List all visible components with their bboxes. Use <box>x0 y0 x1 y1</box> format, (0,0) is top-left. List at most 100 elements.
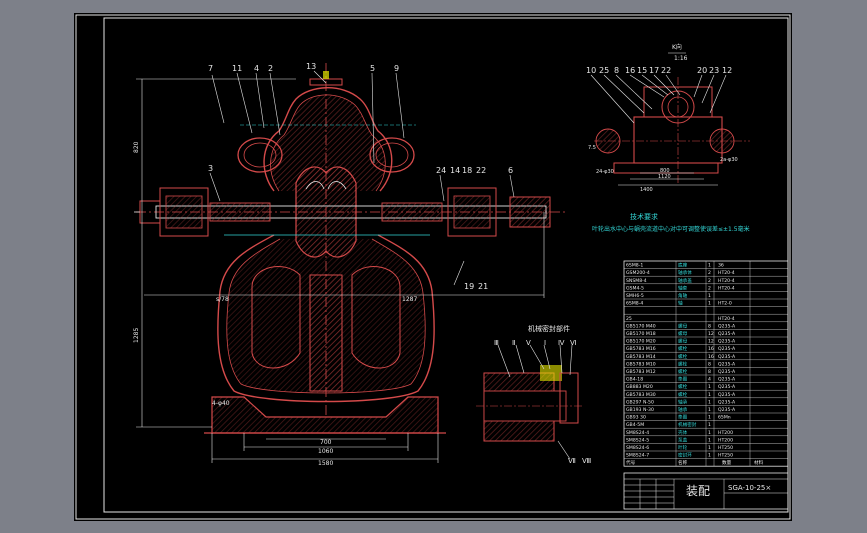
side-part-23: 23 <box>709 66 719 75</box>
bom-cell-qty: 8 <box>708 323 711 329</box>
bom-cell-name: 壳体 <box>678 429 688 436</box>
side-part-12: 12 <box>722 66 732 75</box>
bom-cell-name: 螺栓 <box>678 345 688 352</box>
part-9: 9 <box>394 64 399 73</box>
part-2: 2 <box>268 64 273 73</box>
upper-volute <box>263 87 393 192</box>
dim-1287: 1287 <box>402 296 417 303</box>
bom-cell-code: SM8S24-4 <box>626 430 649 436</box>
bom-cell-material: Q235-A <box>718 323 736 329</box>
detail-label-vii: Ⅶ <box>568 457 576 465</box>
lower-channel-right <box>351 266 401 369</box>
side-dim-800: 800 <box>660 168 670 174</box>
bom-cell-name: 角轴 <box>678 292 688 299</box>
leader-lines <box>209 70 515 286</box>
bom-cell-material: HT250 <box>718 445 733 451</box>
impeller-eye-left <box>305 181 325 190</box>
bom-cell-qty: 4 <box>708 377 711 383</box>
detail-title: 机械密封部件 <box>528 324 570 333</box>
bom-cell-qty: 1 <box>708 415 711 421</box>
left-volute-lobe <box>237 137 283 173</box>
dim-700: 700 <box>320 439 332 446</box>
bom-cell-material: Q235-A <box>718 346 736 352</box>
bom-cell-qty: 1 <box>708 437 711 443</box>
side-dim-2a: 2a-φ30 <box>720 157 738 163</box>
bom-cell-qty: 1 <box>708 263 711 269</box>
bom-cell-name: 轴承盖 <box>678 277 692 284</box>
bom-cell-qty: 2 <box>708 270 711 276</box>
bom-cell-code: GB93 30 <box>626 415 646 421</box>
pump-foot <box>211 396 439 434</box>
part-21: 21 <box>478 282 488 291</box>
part-13: 13 <box>306 62 316 71</box>
lower-casing <box>217 234 435 403</box>
detail-label-viii: Ⅷ <box>582 457 591 465</box>
dim-hole: 4-φ40 <box>212 400 230 407</box>
part-18: 18 <box>462 166 472 175</box>
bom-cell-code: GB5170 M20 <box>626 339 656 345</box>
coupling <box>509 196 551 228</box>
bom-cell-material: Q235-A <box>718 339 736 345</box>
bom-cell-name: 轴承 <box>678 406 688 413</box>
side-part-16: 16 <box>625 66 635 75</box>
bom-cell-name: 垫圈 <box>678 376 688 383</box>
dim-left-mid: 1285 <box>133 328 140 343</box>
part-7: 7 <box>208 64 213 73</box>
bom-cell-material: Q235-A <box>718 331 736 337</box>
part-11: 11 <box>232 64 242 73</box>
bom-cell-qty: 2 <box>708 285 711 291</box>
bom-cell-material: 36 <box>718 263 724 269</box>
bom-cell-material: HT200 <box>718 437 733 443</box>
right-volute-lobe <box>369 137 415 173</box>
bom-cell-name: 底座 <box>678 262 688 269</box>
bom-cell-material: Q235-A <box>718 361 736 367</box>
bom-cell-material: Q235-A <box>718 377 736 383</box>
bearing-inner-left <box>165 195 203 229</box>
bom-cell-material: Q235-A <box>718 384 736 390</box>
bom-cell-qty: 16 <box>708 354 714 360</box>
bearing-inner-right <box>453 195 491 229</box>
bom-cell-code: GB5783 M30 <box>626 392 656 398</box>
side-part-22: 22 <box>661 66 671 75</box>
bom-cell-material: HT20-4 <box>718 285 735 291</box>
side-dim-75: 7.5 <box>588 145 596 151</box>
bom-header-material: 材料 <box>754 459 764 466</box>
bom-header-qty: 数量 <box>722 459 732 466</box>
part-14: 14 <box>450 166 460 175</box>
bom-cell-qty: 1 <box>708 430 711 436</box>
bom-cell-code: GB5170 M18 <box>626 331 656 337</box>
part-6: 6 <box>508 166 513 175</box>
title-block: 装配 SGA-10-25× <box>623 472 789 510</box>
dim-s78: s/78 <box>216 296 229 303</box>
bom-cell-qty: 1 <box>708 407 711 413</box>
side-view-label: K向 <box>672 43 682 51</box>
bom-cell-material: Q235-A <box>718 369 736 375</box>
drawing-viewport[interactable]: 7 11 4 2 13 5 9 3 24 14 18 22 6 19 21 15… <box>74 13 792 521</box>
bom-header-code: 代号 <box>626 459 636 466</box>
bom-cell-code: 6SM8-1 <box>626 263 643 269</box>
bearing-housing-right <box>447 187 497 237</box>
bom-cell-name: 密封环 <box>678 452 692 459</box>
bom-cell-material: Q235-A <box>718 407 736 413</box>
bom-cell-qty: 1 <box>708 384 711 390</box>
part-22: 22 <box>476 166 486 175</box>
top-bolt <box>323 71 329 79</box>
detail-leaders <box>497 344 573 460</box>
detail-label-i: Ⅰ <box>544 339 546 347</box>
bom-cell-qty: 16 <box>708 346 714 352</box>
bom-cell-qty: 1 <box>708 301 711 307</box>
bom-cell-name: 螺栓 <box>678 353 688 360</box>
side-part-17: 17 <box>649 66 659 75</box>
part-19: 19 <box>464 282 474 291</box>
bom-cell-code: GB5783 M10 <box>626 361 656 367</box>
side-dim-1400: 1400 <box>640 187 653 193</box>
bom-cell-code: GB193 N-30 <box>626 407 654 413</box>
bom-cell-qty: 1 <box>708 293 711 299</box>
side-leaders <box>590 74 727 186</box>
detail-label-iii: Ⅲ <box>494 339 499 347</box>
lower-channel-left <box>251 266 301 369</box>
shaft-sleeve-left <box>209 202 271 222</box>
outer-frame <box>75 14 791 520</box>
bom-cell-name: 轴 <box>678 300 683 307</box>
